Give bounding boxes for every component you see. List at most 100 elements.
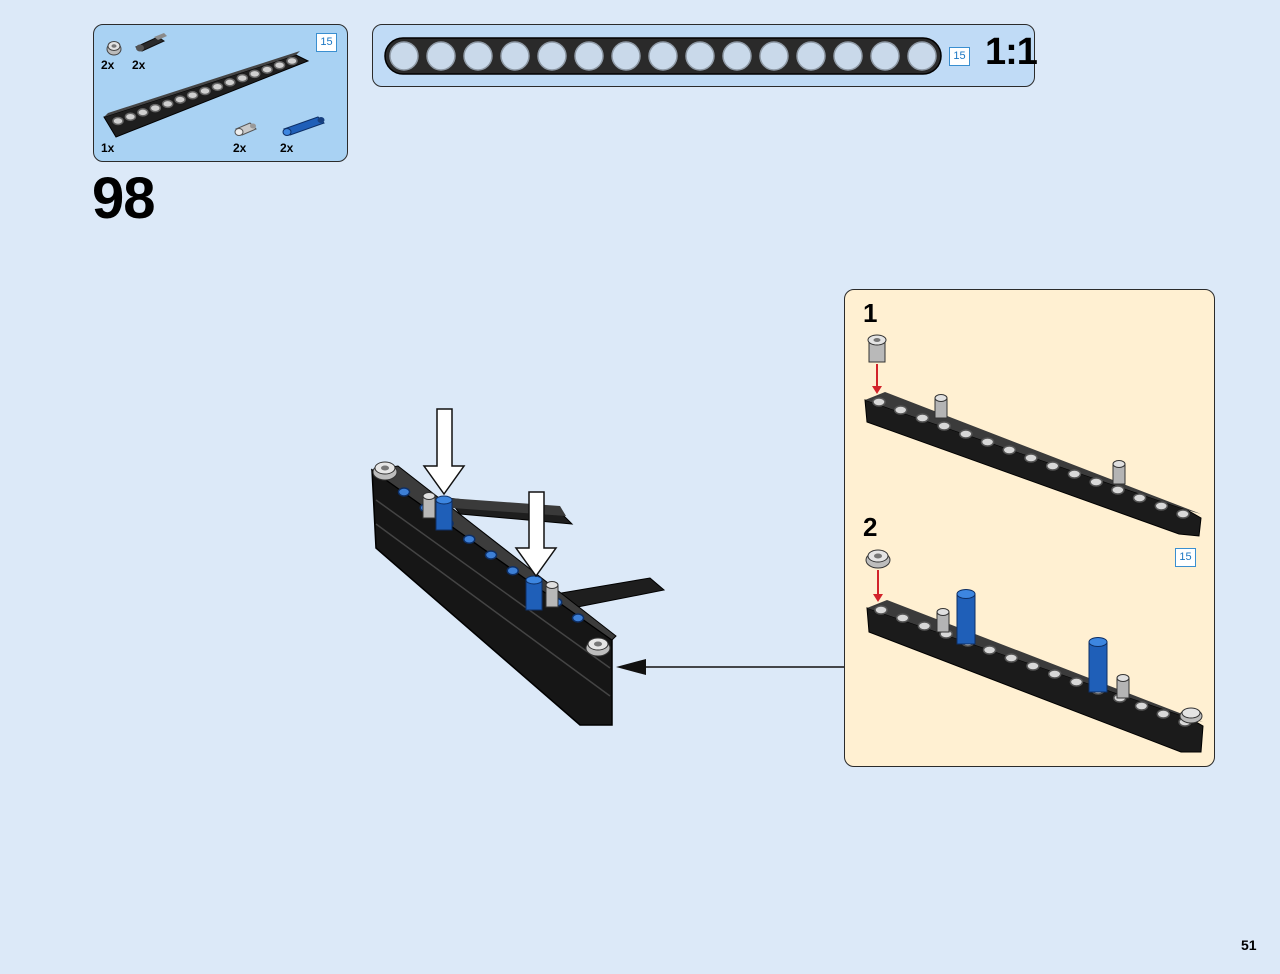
scale-hole <box>796 41 826 71</box>
page-number: 51 <box>1241 937 1257 953</box>
beam-hole <box>874 605 888 615</box>
qty-bush-pin: 2x <box>233 141 247 155</box>
beam-hole <box>506 566 519 576</box>
scale-hole <box>685 41 715 71</box>
beam-hole <box>397 487 411 497</box>
insert-arrow-1 <box>422 408 466 496</box>
blue-long-pin-icon <box>282 116 325 136</box>
sub-step2-beam <box>866 600 1204 753</box>
sub-step-1-label: 1 <box>863 298 878 328</box>
beam-hole <box>872 397 886 407</box>
scale-hole <box>426 41 456 71</box>
scale-hole <box>722 41 752 71</box>
insert-arrow-2 <box>514 491 558 578</box>
beam-hole <box>1134 701 1149 711</box>
beam-hole <box>211 82 224 91</box>
beam-hole <box>1156 709 1171 719</box>
scale-hole <box>574 41 604 71</box>
scale-hole <box>611 41 641 71</box>
scale-hole <box>833 41 863 71</box>
qty-blue-long-pin: 2x <box>280 141 294 155</box>
friction-pin-right <box>585 637 611 657</box>
sub-assembly-graphics <box>864 334 1204 753</box>
scale-hole <box>870 41 900 71</box>
length-badge: 15 <box>316 33 337 52</box>
beam-hole <box>1111 485 1125 495</box>
scale-hole <box>500 41 530 71</box>
sub-step1-friction-pin <box>867 334 887 363</box>
sub-step2-bush-pin-b <box>1116 674 1130 699</box>
sub-step1-beam <box>864 392 1202 537</box>
qty-beam-15: 1x <box>101 141 115 155</box>
scale-hole <box>389 41 419 71</box>
red-arrow-icon <box>872 364 882 394</box>
beam-hole <box>484 550 498 560</box>
beam-hole <box>224 78 236 87</box>
beam-hole <box>149 103 162 113</box>
sub-assembly-panel: 1 2 15 <box>844 289 1215 767</box>
scale-hole <box>463 41 493 71</box>
beam-hole <box>137 108 149 117</box>
beam-hole <box>1067 469 1082 479</box>
sub-step2-bush-pin-a <box>936 608 950 633</box>
beam-hole <box>124 112 137 121</box>
friction-pin-icon <box>106 41 122 56</box>
blue-pin-main-2 <box>525 575 543 611</box>
beam-hole <box>1154 501 1169 511</box>
sub-length-badge: 15 <box>1175 548 1196 567</box>
beam-hole <box>980 437 995 447</box>
beam-hole <box>112 116 124 126</box>
qty-friction-pin: 2x <box>101 58 115 72</box>
beam-hole <box>1024 453 1038 463</box>
scale-hole <box>648 41 678 71</box>
beam-hole <box>893 405 908 415</box>
sub-step2-blue-pin-b <box>1088 637 1108 693</box>
sub-step1-bush-pin-a <box>934 394 948 419</box>
beam-hole <box>1045 461 1060 471</box>
beam-hole <box>895 613 910 623</box>
scale-label: 1:1 <box>985 31 1038 73</box>
friction-pin-left <box>372 461 398 481</box>
beam-hole <box>286 56 298 66</box>
qty-axle-pin: 2x <box>132 58 146 72</box>
beam-15-icon <box>103 51 310 138</box>
step-number: 98 <box>92 166 156 231</box>
beam-hole <box>915 413 930 423</box>
scale-hole <box>907 41 937 71</box>
beam-hole <box>248 69 261 79</box>
beam-hole <box>261 65 273 74</box>
beam-hole <box>1132 493 1147 503</box>
beam-hole <box>174 95 186 104</box>
beam-hole <box>937 421 951 431</box>
scale-length-badge: 15 <box>949 47 970 66</box>
beam-hole <box>273 61 286 70</box>
scale-hole <box>759 41 789 71</box>
red-arrow-icon-2 <box>873 570 883 602</box>
beam-hole <box>1047 669 1062 679</box>
bush-pin-main-2 <box>545 581 559 608</box>
beam-hole <box>959 429 973 439</box>
bush-pin-icon <box>234 122 257 136</box>
beam-hole <box>1089 477 1103 487</box>
beam-hole <box>571 613 585 623</box>
sub-step1-bush-pin-b <box>1112 460 1126 485</box>
beam-hole <box>199 86 211 96</box>
beam-hole <box>161 99 174 109</box>
beam-hole <box>186 91 199 100</box>
beam-hole <box>1176 509 1190 519</box>
beam-hole <box>1026 661 1040 671</box>
scale-panel: 15 <box>372 24 1035 87</box>
beam-hole <box>463 534 476 544</box>
parts-list-graphics <box>103 33 325 138</box>
beam-hole <box>1004 653 1019 663</box>
sub-step2-friction-pin <box>865 549 891 569</box>
bush-pin-main-1 <box>422 492 436 519</box>
beam-hole <box>917 621 932 631</box>
parts-list-panel: 2x 2x 1x 2x 2x 15 <box>93 24 348 162</box>
beam-hole <box>1069 677 1084 687</box>
beam-hole <box>236 73 249 83</box>
sub-step-2-label: 2 <box>863 512 878 542</box>
sub-step2-end-pin <box>1179 707 1203 724</box>
blue-pin-main-1 <box>435 495 453 531</box>
